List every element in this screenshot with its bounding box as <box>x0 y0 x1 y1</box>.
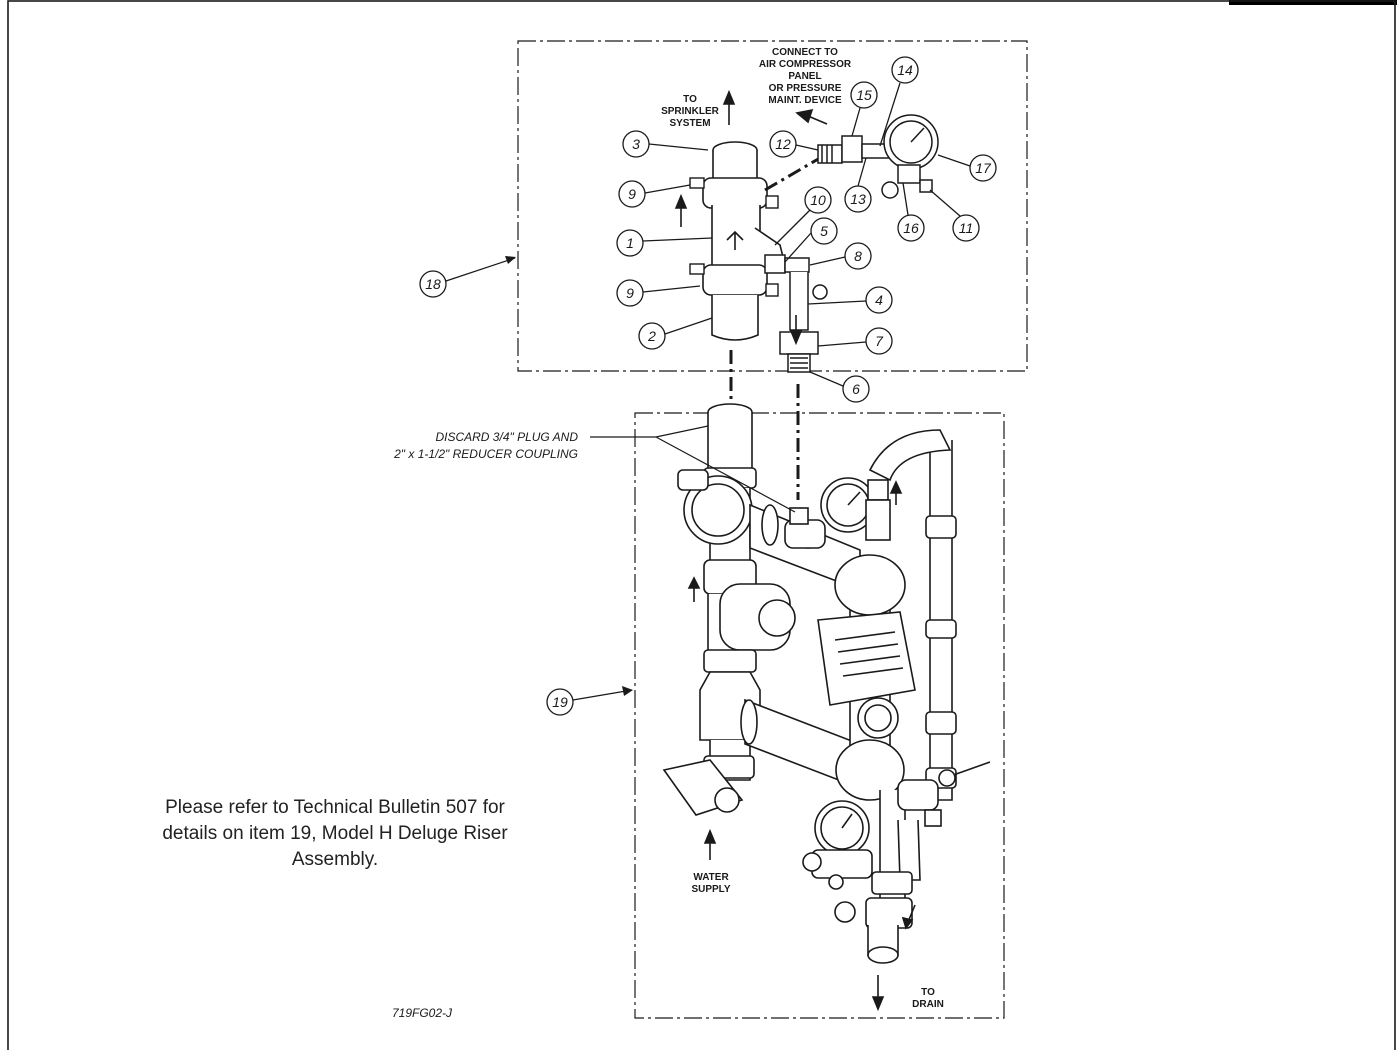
callout-18-circle <box>419 270 447 298</box>
callout-15: 15 <box>856 87 872 103</box>
callout-6: 6 <box>852 381 860 397</box>
drain-line-2: DRAIN <box>912 999 944 1010</box>
connector-line-top <box>764 156 821 192</box>
callout-5: 5 <box>820 223 828 239</box>
callout-4: 4 <box>875 292 883 308</box>
water-line-1: WATER <box>693 872 729 883</box>
assembly-18-boundary <box>517 40 1028 372</box>
callout-8: 8 <box>854 248 862 264</box>
side-fittings <box>764 254 828 373</box>
callout-12: 12 <box>775 136 791 152</box>
sprinkler-line-2: SPRINKLER <box>661 106 720 117</box>
page-corner-tab <box>1229 0 1397 5</box>
callout-17: 17 <box>975 160 992 176</box>
water-supply-label: WATER SUPPLY <box>691 872 730 895</box>
callout-14: 14 <box>897 62 913 78</box>
figure-id: 719FG02-J <box>392 1006 453 1020</box>
callout-3: 3 <box>632 136 640 152</box>
bottom-arrows <box>687 480 916 1012</box>
sprinkler-label: TO SPRINKLER SYSTEM <box>661 94 720 129</box>
callout-11: 11 <box>959 220 974 236</box>
top-arrows <box>674 89 828 346</box>
riser-assembly-19 <box>662 403 991 964</box>
discard-label: DISCARD 3/4" PLUG AND 2" x 1-1/2" REDUCE… <box>393 430 578 461</box>
drain-line-1: TO <box>921 987 935 998</box>
sprinkler-line-3: SYSTEM <box>669 118 710 129</box>
page-border <box>7 0 1396 1050</box>
connect-line-4: OR PRESSURE <box>769 83 842 94</box>
drain-label: TO DRAIN <box>912 987 944 1010</box>
connect-line-3: PANEL <box>788 71 821 82</box>
sprinkler-line-1: TO <box>683 94 697 105</box>
assembly-19-boundary <box>634 412 1005 1019</box>
coupling-bolts <box>689 177 779 297</box>
callouts-top <box>616 56 997 403</box>
discard-leader <box>590 425 796 513</box>
callout-10: 10 <box>810 192 826 208</box>
callout-19-circle <box>546 688 574 716</box>
reference-note: Please refer to Technical Bulletin 507 f… <box>162 797 508 870</box>
callout-9-lower: 9 <box>626 285 634 301</box>
callout-18: 18 <box>425 276 441 292</box>
callout-16: 16 <box>903 220 919 236</box>
valve-body-1 <box>702 141 786 341</box>
connect-line-2: AIR COMPRESSOR <box>759 59 852 70</box>
discard-line-1: DISCARD 3/4" PLUG AND <box>435 430 578 444</box>
connect-line-1: CONNECT TO <box>772 47 838 58</box>
discard-line-2: 2" x 1-1/2" REDUCER COUPLING <box>393 447 578 461</box>
callout-9-upper: 9 <box>628 186 636 202</box>
callout-7: 7 <box>875 333 884 349</box>
callout-19: 19 <box>552 694 568 710</box>
connect-label: CONNECT TO AIR COMPRESSOR PANEL OR PRESS… <box>759 47 852 106</box>
connect-line-5: MAINT. DEVICE <box>768 95 842 106</box>
callout-numbers-top: 3 9 1 9 2 10 5 8 4 7 6 12 13 15 14 16 11… <box>626 62 992 397</box>
gauge-assembly <box>817 114 939 199</box>
water-line-2: SUPPLY <box>691 884 730 895</box>
callout-1: 1 <box>626 235 634 251</box>
callout-2: 2 <box>647 328 656 344</box>
callout-13: 13 <box>850 191 866 207</box>
